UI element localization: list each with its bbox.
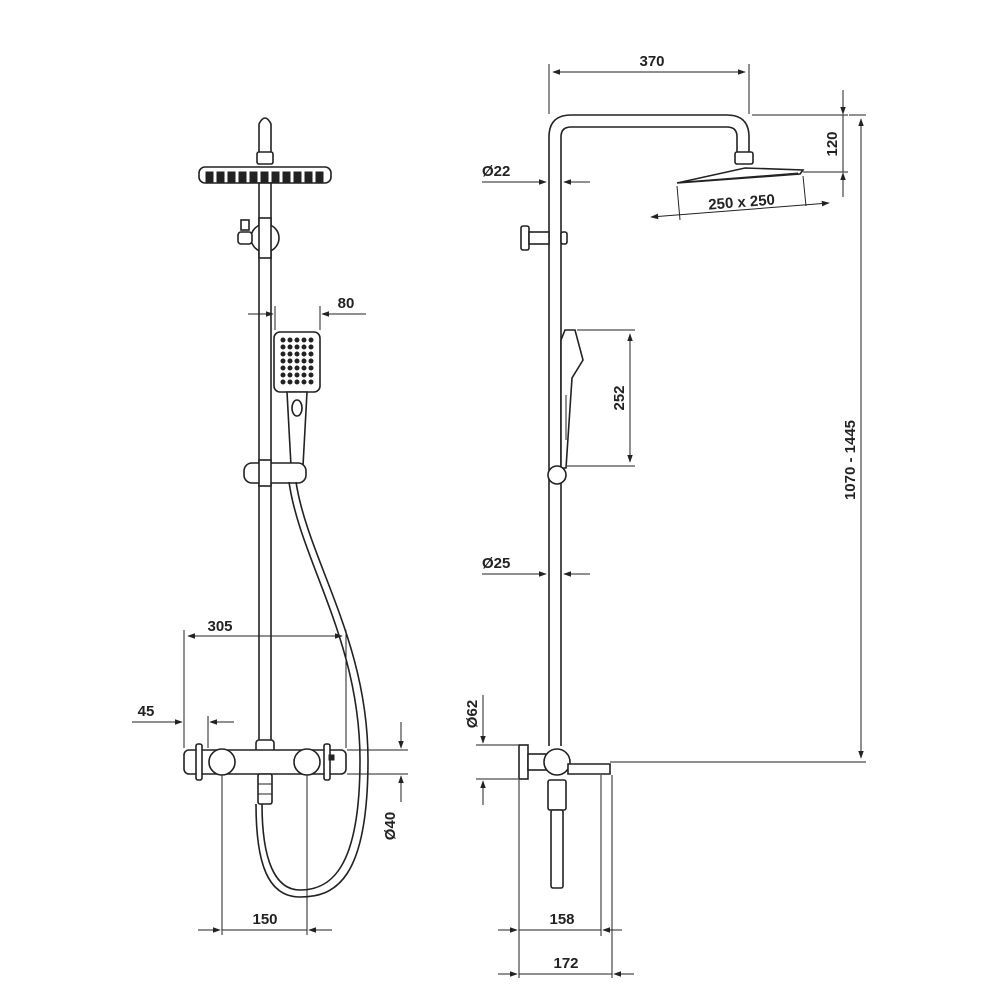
hose-front: [261, 481, 361, 891]
dim-370: 370: [639, 53, 664, 70]
dim-305: 305: [207, 618, 232, 635]
side-view: [518, 114, 805, 889]
overhead-shower-side: [676, 167, 805, 184]
dim-250: 250 x 250: [708, 191, 776, 213]
dim-150: 150: [252, 911, 277, 928]
dim-158: 158: [549, 911, 574, 928]
dim-62: Ø62: [464, 700, 481, 728]
mixer-front: [183, 743, 347, 781]
diverter-side: [520, 225, 568, 251]
slider-side: [547, 465, 567, 485]
slider-front: [243, 459, 307, 487]
dim-25: Ø25: [482, 555, 510, 572]
dim-22: Ø22: [482, 163, 510, 180]
dim-45: 45: [138, 703, 155, 720]
dim-252: 252: [611, 385, 628, 410]
dim-40: Ø40: [382, 812, 399, 840]
shower-arm-side: [548, 114, 750, 746]
rail-top-cap: [258, 117, 272, 161]
hose-outlet-front: [257, 773, 273, 805]
overhead-shower-front: [198, 166, 332, 184]
mixer-side: [518, 744, 611, 889]
dim-172: 172: [553, 955, 578, 972]
diverter-front: [237, 217, 280, 259]
dimension-labels: 370 120 Ø22 250 x 250 80 252 1070 - 1445…: [138, 53, 859, 972]
dim-1070-1445: 1070 - 1445: [842, 420, 859, 500]
dimension-lines: [132, 64, 866, 978]
hand-shower-side: [560, 329, 584, 469]
dim-120: 120: [824, 131, 841, 156]
dim-80: 80: [338, 295, 355, 312]
shower-arm-joint: [256, 151, 274, 165]
head-connector-side: [734, 151, 754, 165]
front-view: [183, 117, 369, 898]
hand-shower-front: [273, 331, 321, 467]
